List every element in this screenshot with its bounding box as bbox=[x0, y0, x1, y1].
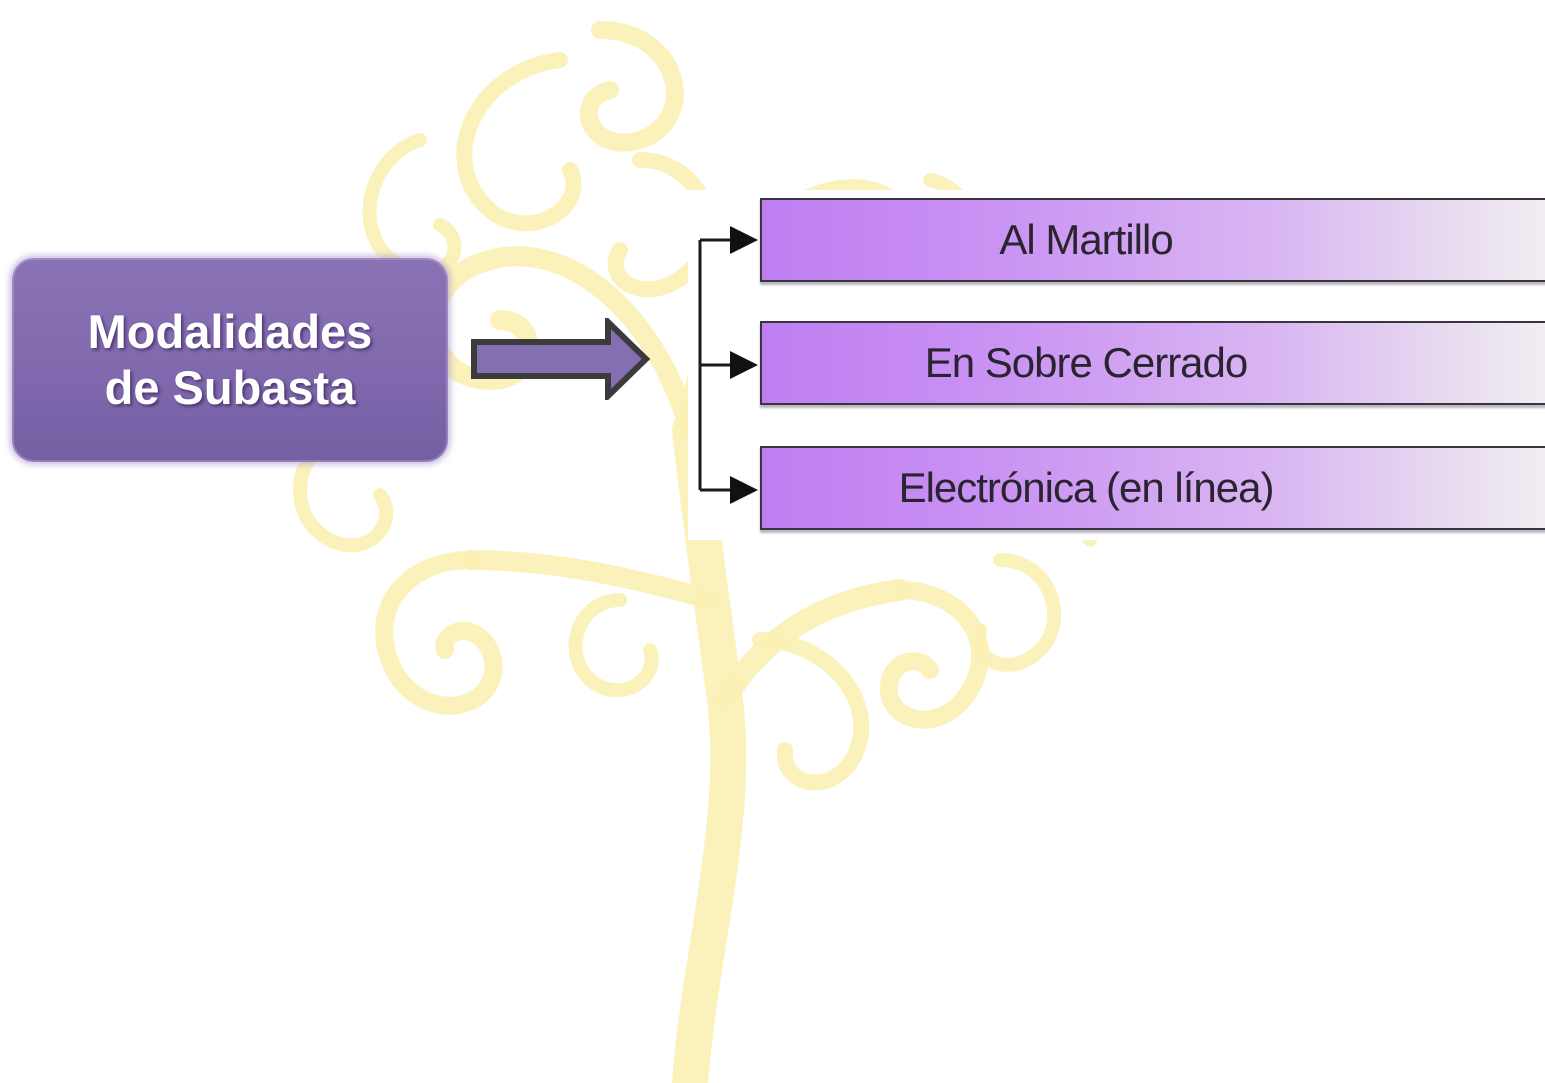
option-al-martillo: Al Martillo bbox=[760, 198, 1545, 282]
option-label: En Sobre Cerrado bbox=[924, 339, 1249, 386]
bracket-connector bbox=[698, 226, 758, 504]
diagram-title: Modalidades de Subasta bbox=[87, 305, 373, 414]
option-en-sobre-cerrado: En Sobre Cerrado bbox=[760, 321, 1545, 405]
option-label: Al Martillo bbox=[999, 216, 1173, 263]
arrowhead-icon bbox=[730, 476, 758, 504]
option-label: Electrónica (en línea) bbox=[898, 464, 1275, 511]
title-box: Modalidades de Subasta bbox=[12, 258, 448, 462]
option-electronica: Electrónica (en línea) bbox=[760, 446, 1545, 530]
arrowhead-icon bbox=[730, 226, 758, 254]
right-arrow-icon bbox=[471, 318, 651, 400]
arrowhead-icon bbox=[730, 351, 758, 379]
options-panel: Al Martillo En Sobre Cerrado Electrónica… bbox=[688, 190, 1545, 540]
